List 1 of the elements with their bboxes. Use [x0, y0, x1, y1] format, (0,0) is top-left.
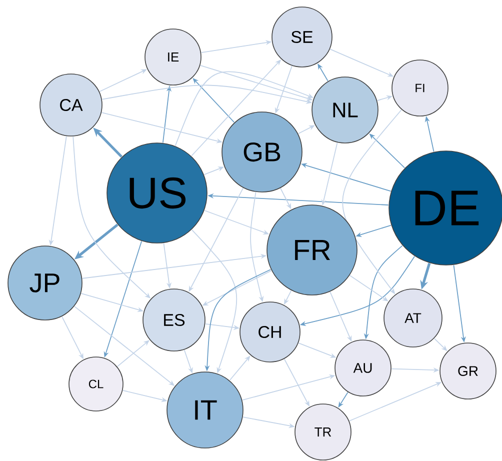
arrow	[116, 340, 150, 367]
